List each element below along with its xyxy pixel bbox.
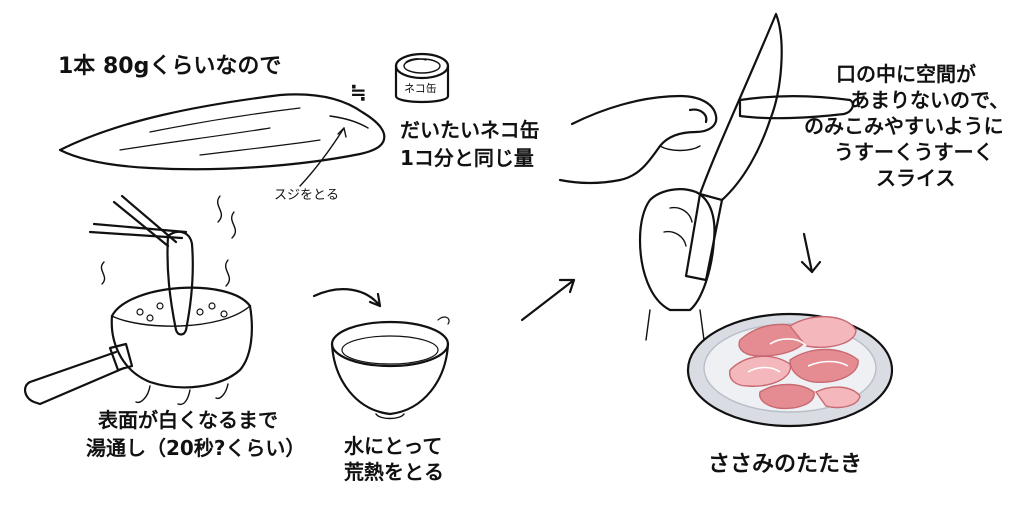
tendon-pointer-line xyxy=(299,127,345,187)
slice-note-line-1: 口の中に空間が xyxy=(836,62,976,86)
water-bowl-drawing xyxy=(330,316,450,420)
hands-slicing-drawing xyxy=(558,12,854,341)
curved-arrow-icon xyxy=(312,288,382,308)
result-title: ささみのたたき xyxy=(708,452,863,477)
chicken-tender-drawing xyxy=(58,93,386,171)
approx-equal-sign: ≒ xyxy=(350,80,367,104)
chopsticks-with-tender xyxy=(88,194,194,336)
can-note-line-1: だいたいネコ缶 xyxy=(400,118,540,142)
slice-note-line-2: あまりないので、 xyxy=(850,88,1010,112)
slice-note-line-4: うすーくうすーく xyxy=(834,140,994,164)
slice-note-line-5: スライス xyxy=(876,166,956,190)
saucepan-drawing xyxy=(24,286,253,406)
slice-note-line-3: のみこみやすいように xyxy=(804,114,1004,138)
remove-tendon-note: スジをとる xyxy=(274,188,340,203)
arrow-down-icon xyxy=(800,232,822,274)
can-note-line-2: 1コ分と同じ量 xyxy=(400,146,534,170)
cat-food-can-icon xyxy=(394,52,450,104)
cool-note-line-1: 水にとって xyxy=(344,434,443,458)
arrow-right-up-icon xyxy=(520,278,576,322)
blanch-note-line-2: 湯通し（20秒?くらい） xyxy=(86,436,306,460)
weight-note: 1本 80gくらいなので xyxy=(58,54,282,79)
cool-note-line-2: 荒熱をとる xyxy=(344,460,444,484)
blanch-note-line-1: 表面が白くなるまで xyxy=(98,408,278,432)
steam-lines xyxy=(100,195,237,287)
can-label: ネコ缶 xyxy=(404,82,437,95)
